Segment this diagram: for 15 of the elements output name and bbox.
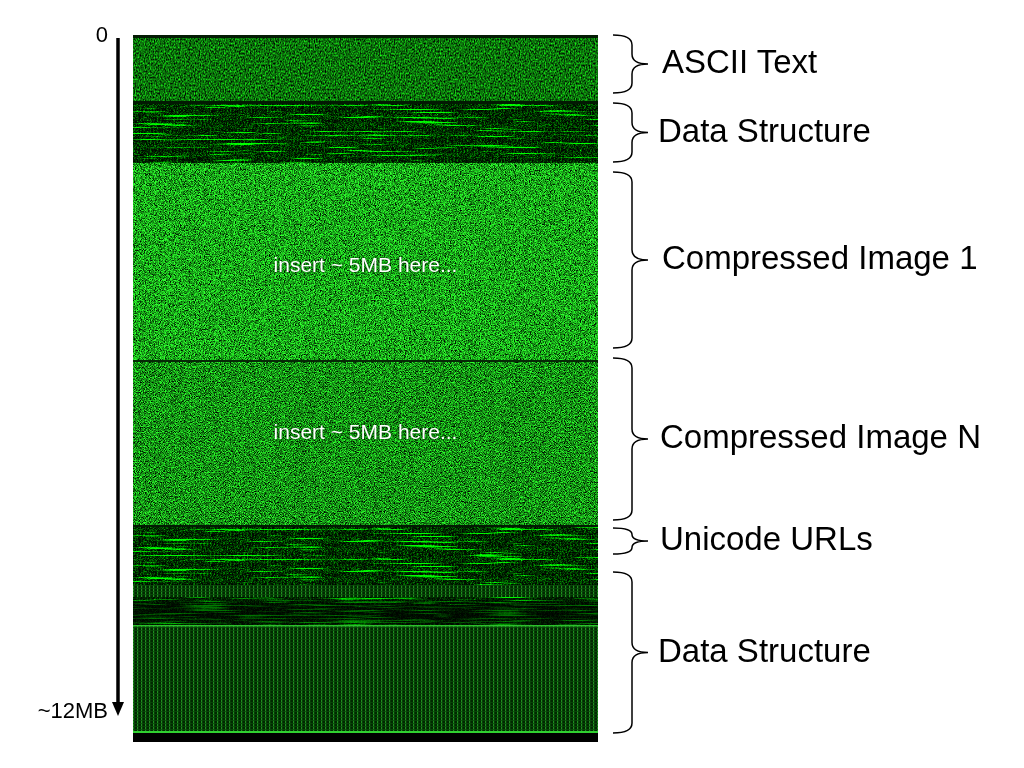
region-label: Data Structure bbox=[658, 111, 871, 150]
region-label: ASCII Text bbox=[662, 43, 818, 81]
texture-band bbox=[133, 35, 598, 101]
texture-band bbox=[133, 525, 598, 555]
region-label: Unicode URLs bbox=[660, 520, 873, 558]
texture-band bbox=[133, 360, 598, 525]
texture-band bbox=[133, 555, 598, 742]
region-label: Data Structure bbox=[658, 631, 871, 670]
texture-band bbox=[133, 101, 598, 163]
overlay-text: insert ~ 5MB here... bbox=[273, 419, 458, 445]
texture-band bbox=[133, 163, 598, 360]
axis-label: 0 bbox=[95, 22, 108, 48]
axis-label: ~12MB bbox=[37, 698, 108, 724]
region-label: Compressed Image N bbox=[660, 418, 981, 456]
region-label: Compressed Image 1 bbox=[662, 239, 978, 277]
